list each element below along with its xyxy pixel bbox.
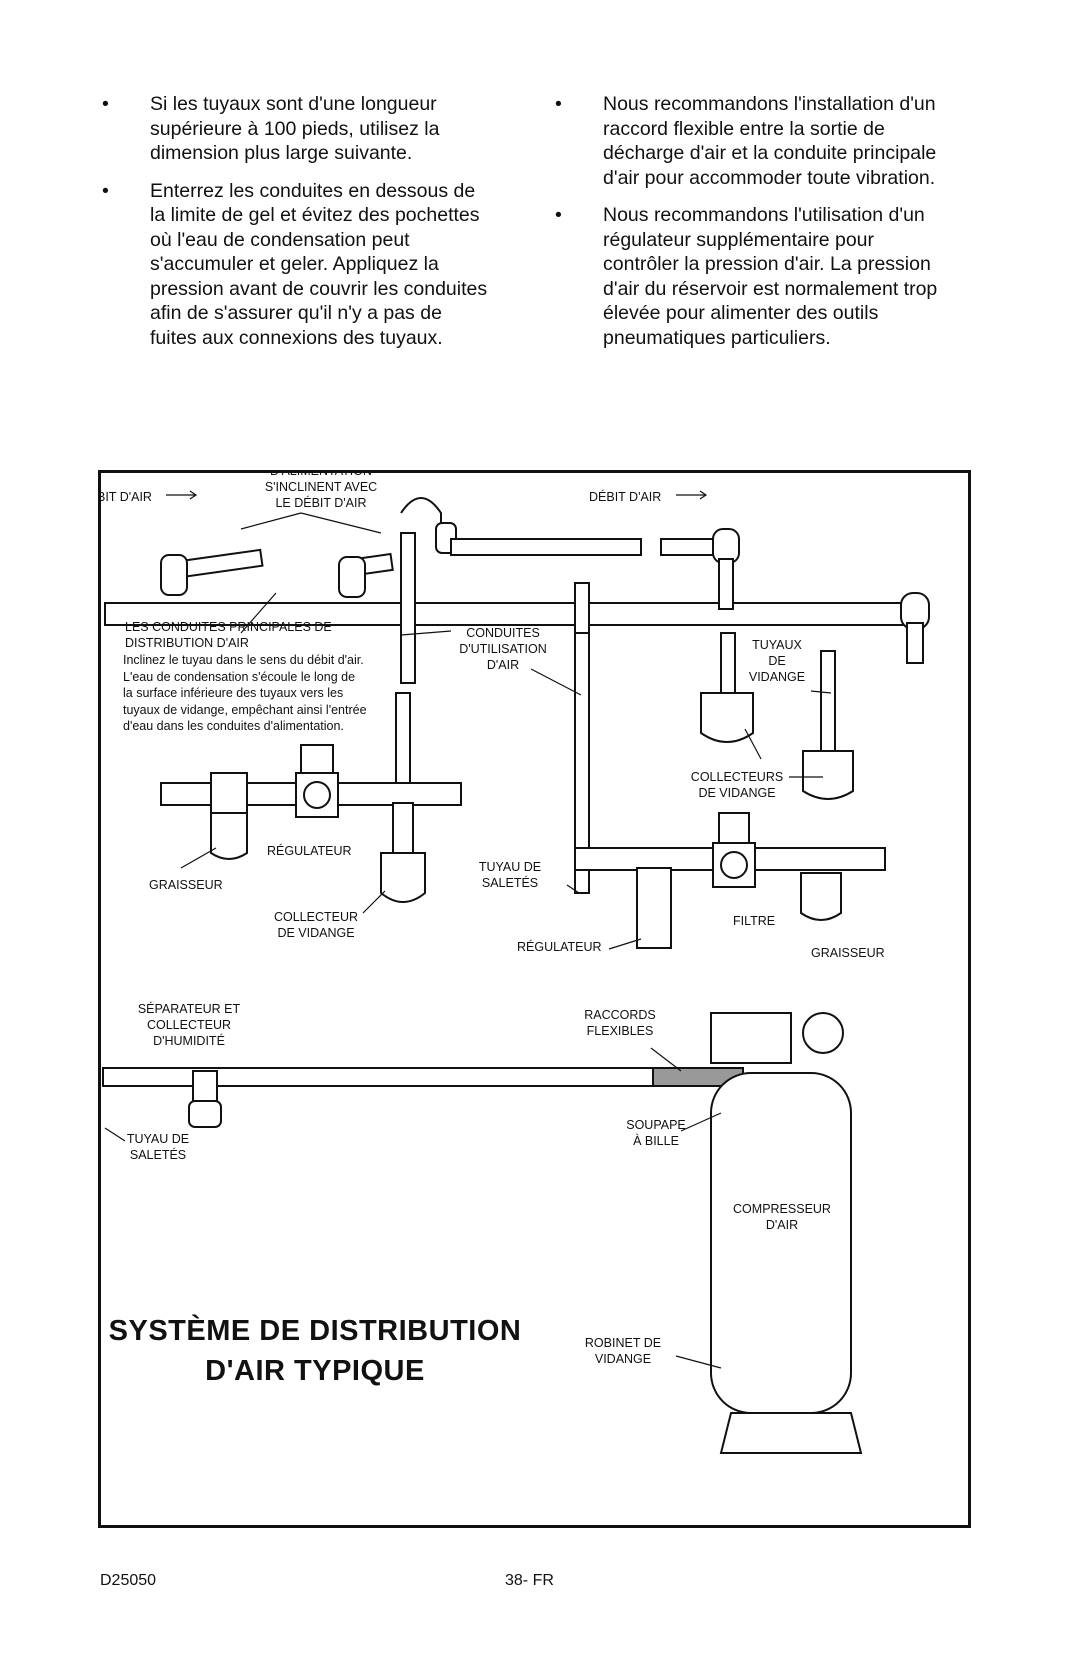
lubricator-bowl [800, 872, 842, 921]
label-ball-valve: SOUPAPE À BILLE [626, 1118, 686, 1148]
air-distribution-diagram: LES CONDUITES D'ALIMENTATION S'INCLINENT… [98, 470, 971, 1528]
compressor-pump [710, 1012, 792, 1064]
bullet-item: • Si les tuyaux sont d'une longueur supér… [100, 92, 490, 166]
vertical-pipe [574, 632, 590, 894]
leader-line [675, 1355, 722, 1369]
leader-line [104, 1127, 126, 1142]
separator-bowl [188, 1100, 222, 1128]
tee-fitting [338, 556, 366, 598]
right-text-column: • Nous recommandons l'installation d'un r… [553, 92, 943, 363]
leader-line [240, 512, 302, 530]
label-flow-right: DÉBIT D'AIR [589, 490, 662, 504]
bullet-dot: • [102, 179, 109, 202]
tank-base [719, 1412, 863, 1454]
label-separator: SÉPARATEUR ET COLLECTEUR D'HUMIDITÉ [137, 1002, 241, 1048]
flow-arrow-icon [166, 490, 198, 500]
footer-model: D25050 [100, 1572, 157, 1589]
flow-arrow-icon [676, 490, 708, 500]
leader-line [680, 1112, 722, 1132]
leader-line [240, 592, 277, 634]
label-regulator-right: RÉGULATEUR [517, 940, 602, 954]
label-dirt-pipe-left: TUYAU DE SALETÉS [126, 1132, 190, 1162]
footer-page-number: 38- FR [505, 1572, 554, 1589]
pressure-gauge-icon [303, 781, 331, 809]
drain-pipe [820, 650, 836, 752]
regulator-knob [300, 744, 334, 774]
label-flow-left: BIT D'AIR [98, 490, 152, 504]
leader-line [400, 630, 452, 636]
compressor-tank [710, 1072, 852, 1414]
left-text-column: • Si les tuyaux sont d'une longueur supér… [100, 92, 490, 363]
lubricator-head [210, 772, 248, 814]
tee-fitting [160, 554, 188, 596]
diagram-title: SYSTÈME DE DISTRIBUTION D'AIR TYPIQUE [108, 1315, 522, 1387]
bullet-item: • Enterrez les conduites en dessous de la… [100, 179, 490, 351]
leader-line [180, 847, 217, 869]
bullet-dot: • [555, 204, 562, 226]
label-lubricator-left: GRAISSEUR [149, 878, 223, 892]
bullet-text: Si les tuyaux sont d'une longueur supéri… [150, 93, 440, 164]
piping-drawing [102, 490, 930, 1454]
elbow-fitting [712, 528, 740, 564]
leader-line [608, 938, 642, 950]
label-flex-fittings: RACCORDS FLEXIBLES [584, 1008, 656, 1038]
lubricator-bowl [210, 812, 248, 860]
supply-pipe [450, 538, 642, 556]
label-drain-pipes: TUYAUX DE VIDANGE [748, 638, 806, 684]
leader-line [744, 728, 762, 760]
label-drain-collectors: COLLECTEURS DE VIDANGE [690, 770, 784, 800]
drain-collector-bowl [802, 750, 854, 800]
main-lines-note: Inclinez le tuyau dans le sens du débit … [123, 653, 367, 733]
bullet-dot: • [102, 93, 109, 115]
drain-collector-bowl [700, 692, 754, 743]
label-lubricator-right: GRAISSEUR [811, 946, 885, 960]
bullet-text: Enterrez les conduites en dessous de la … [150, 179, 488, 349]
vertical-pipe [574, 582, 590, 634]
label-regulator-left: RÉGULATEUR [267, 844, 352, 858]
regulator-knob [718, 812, 750, 844]
leader-line [362, 890, 386, 914]
pressure-gauge-icon [720, 851, 748, 879]
vertical-pipe [392, 802, 414, 854]
drain-collector-bowl [380, 852, 426, 903]
label-drain-cock: ROBINET DE VIDANGE [584, 1336, 662, 1366]
label-filter: FILTRE [733, 914, 776, 928]
leader-line [566, 884, 580, 894]
loop-pipe [400, 497, 442, 543]
label-compressor: COMPRESSEUR D'AIR [733, 1202, 831, 1232]
label-drain-collector-left: COLLECTEUR DE VIDANGE [273, 910, 359, 940]
leader-line [530, 668, 582, 696]
label-dirt-pipe-mid: TUYAU DE SALETÉS [478, 860, 542, 890]
main-line-pipe [102, 1067, 654, 1087]
leader-line [810, 690, 832, 694]
bullet-text: Nous recommandons l'installation d'un ra… [603, 93, 937, 189]
drain-stub [906, 622, 924, 664]
bullet-text: Nous recommandons l'utilisation d'un rég… [603, 204, 938, 349]
label-main-lines: LES CONDUITES PRINCIPALES DE DISTRIBUTIO… [125, 620, 332, 650]
supply-pipe [179, 548, 264, 578]
drain-pipe [720, 632, 736, 694]
vertical-pipe [718, 558, 734, 610]
bullet-dot: • [555, 93, 562, 115]
leader-line [300, 512, 382, 534]
separator-head [192, 1070, 218, 1102]
leader-line [650, 1047, 682, 1072]
label-supply-slope: LES CONDUITES D'ALIMENTATION S'INCLINENT… [264, 470, 378, 510]
filter-bowl [636, 867, 672, 949]
bullet-item: • Nous recommandons l'utilisation d'un ré… [553, 203, 943, 350]
flywheel-icon [802, 1012, 844, 1054]
bullet-item: • Nous recommandons l'installation d'un r… [553, 92, 943, 190]
label-use-lines: CONDUITES D'UTILISATION D'AIR [459, 626, 547, 672]
vertical-pipe [400, 532, 416, 684]
